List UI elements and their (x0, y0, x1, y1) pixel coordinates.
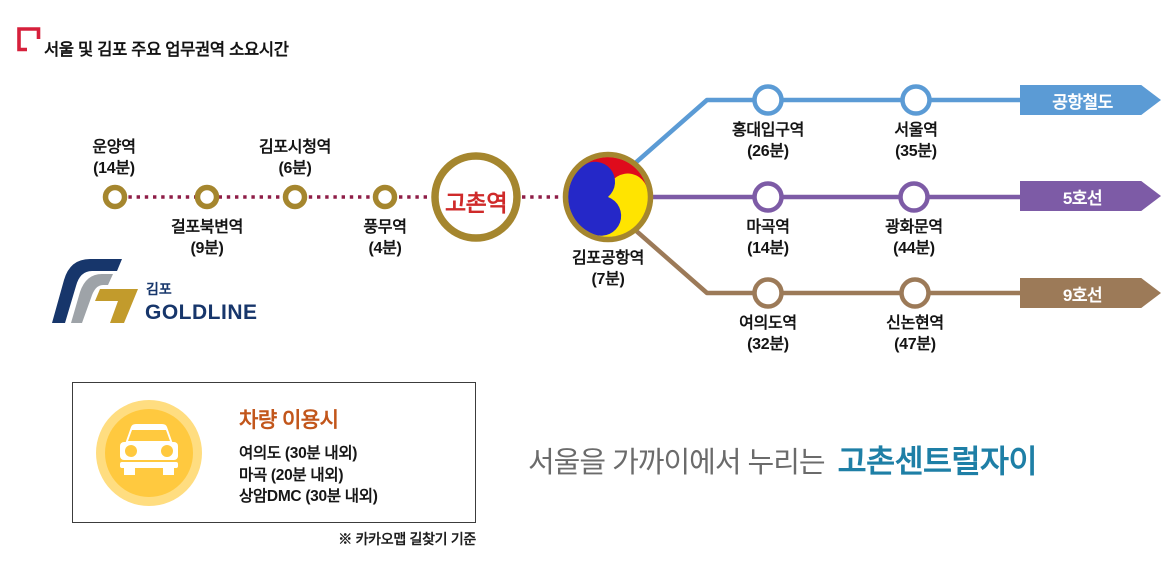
station-name: 서울역 (894, 122, 938, 139)
station-dot-geolpobukbyeon (194, 184, 220, 210)
station-name: 마곡역 (746, 219, 790, 236)
station-time: (14분) (747, 239, 789, 257)
station-label-hongdae: 홍대입구역 (26분) (732, 121, 804, 162)
badge-line9: 9호선 (1020, 278, 1161, 308)
slogan-prefix: 서울을 가까이에서 누리는 (528, 447, 826, 479)
station-time: (32분) (747, 335, 789, 353)
logo-text-kr: 김포 (146, 281, 172, 297)
logo-navy-swoosh (52, 259, 122, 323)
station-label-geolpobukbyeon: 걸포북변역 (9분) (171, 218, 243, 259)
station-label-yeouido: 여의도역 (32분) (739, 314, 797, 355)
station-name: 여의도역 (739, 315, 797, 332)
car-item-sangam-dmc: 상암DMC (30분 내외) (239, 488, 378, 505)
airport-rail-line (631, 97, 1021, 167)
station-time: (9분) (190, 239, 224, 257)
gimpo-goldline-logo: 김포 GOLDLINE (52, 259, 258, 324)
hub-station-label: 고촌역 (445, 190, 507, 216)
station-label-gimpo-cityhall: 김포시청역 (6분) (259, 138, 331, 179)
taegeuk-blue-lobe (568, 161, 622, 236)
station-dot-yeouido (752, 277, 784, 309)
station-name: 운양역 (92, 139, 136, 156)
logo-gold-seven (95, 289, 138, 323)
station-dot-sinnonhyeon (899, 277, 931, 309)
hub-circle-gochon (431, 152, 521, 242)
car-info-box: 차량 이용시 여의도 (30분 내외) 마곡 (20분 내외) 상암DMC (3… (72, 382, 476, 523)
station-name: 김포공항역 (571, 250, 645, 267)
station-label-sinnonhyeon: 신논현역 (47분) (886, 314, 944, 355)
car-box-title: 차량 이용시 (239, 409, 339, 432)
car-box-items: 여의도 (30분 내외) 마곡 (20분 내외) 상암DMC (30분 내외) (239, 443, 378, 508)
car-item-yeouido: 여의도 (30분 내외) (239, 445, 358, 462)
kakaomap-note: ※ 카카오맵 길찾기 기준 (338, 531, 476, 547)
station-time: (4분) (368, 239, 402, 257)
station-name: 걸포북변역 (170, 219, 244, 236)
station-time: (44분) (893, 239, 935, 257)
car-icon (96, 400, 202, 506)
station-dot-magok (752, 181, 784, 213)
station-time: (35분) (895, 142, 937, 160)
station-time: (6분) (278, 159, 312, 177)
station-dot-hongdae (752, 84, 784, 116)
badge-line5: 5호선 (1020, 181, 1161, 211)
station-dot-seoul (900, 84, 932, 116)
station-dot-pungmu (372, 184, 398, 210)
logo-gray-swoosh (71, 274, 113, 323)
station-dot-gwanghwamun (898, 181, 930, 213)
car-item-magok: 마곡 (20분 내외) (239, 466, 344, 484)
line9-line (632, 227, 1021, 296)
station-label-seoul: 서울역 (35분) (894, 121, 938, 162)
page-title: 서울 및 김포 주요 업무권역 소요시간 (44, 41, 289, 59)
station-name: 풍무역 (363, 219, 407, 236)
station-label-unyang: 운양역 (14분) (92, 138, 136, 179)
station-time: (26분) (747, 142, 789, 160)
logo-text-en: GOLDLINE (145, 301, 258, 324)
station-dot-gimpo-cityhall (282, 184, 308, 210)
station-name: 김포시청역 (258, 139, 332, 156)
station-time: (47분) (894, 335, 936, 353)
station-label-pungmu: 풍무역 (4분) (363, 218, 407, 259)
station-name: 홍대입구역 (731, 122, 805, 139)
slogan-brand-name: 고촌센트럴자이 (837, 443, 1038, 479)
station-label-magok: 마곡역 (14분) (746, 218, 790, 259)
slogan: 서울을 가까이에서 누리는 고촌센트럴자이 (528, 436, 1037, 482)
station-name: 신논현역 (886, 315, 944, 332)
station-label-gwanghwamun: 광화문역 (44분) (885, 218, 943, 259)
station-time: (14분) (93, 159, 135, 177)
gimpo-airport-symbol (562, 151, 654, 243)
badge-airport-rail: 공항철도 (1020, 85, 1161, 115)
red-bracket-icon (17, 27, 41, 52)
station-time: (7분) (591, 270, 625, 288)
station-name: 광화문역 (885, 219, 943, 236)
station-label-gimpo-airport: 김포공항역 (7분) (572, 249, 644, 290)
station-dot-unyang (102, 184, 128, 210)
